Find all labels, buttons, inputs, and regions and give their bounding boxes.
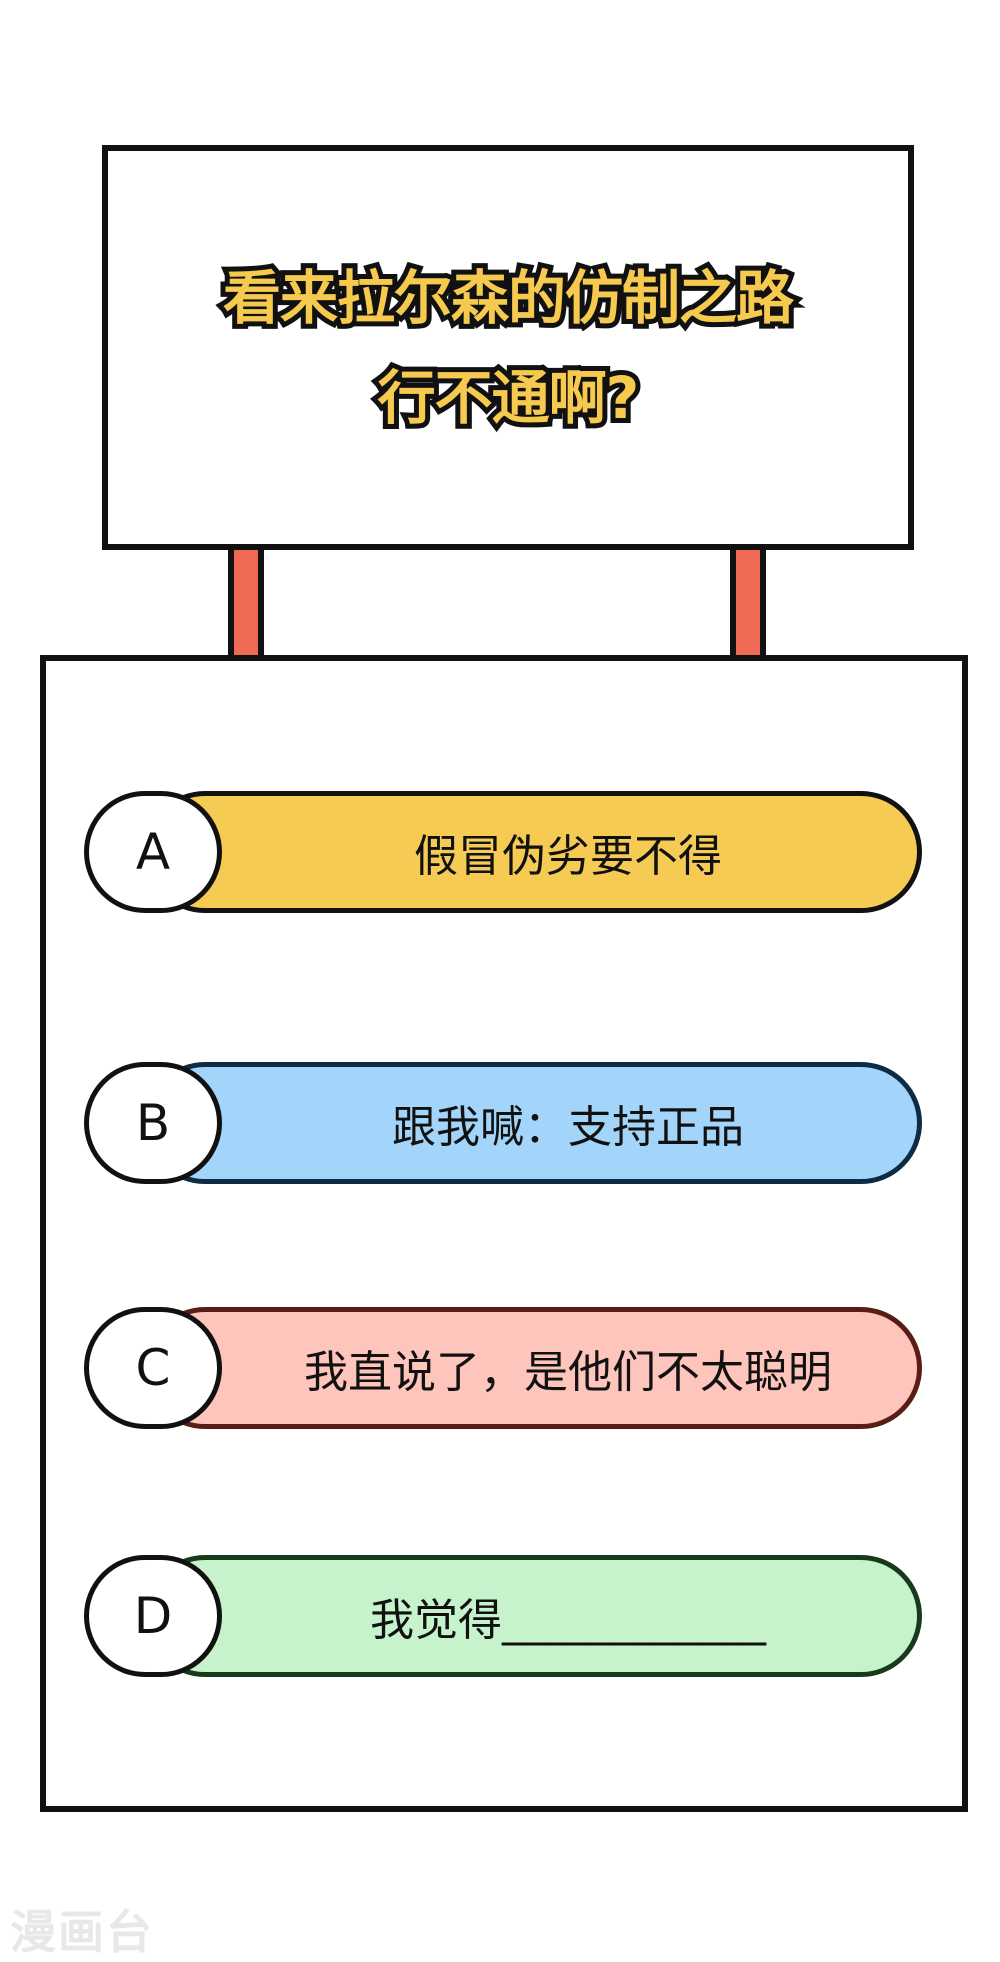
question-line-1: 看来拉尔森的仿制之路	[218, 259, 799, 337]
option-b-label: 跟我喊：支持正品	[144, 1062, 922, 1184]
option-d[interactable]: 我觉得____________ D	[84, 1555, 922, 1677]
option-a-label: 假冒伪劣要不得	[144, 791, 922, 913]
option-a-letter: A	[84, 791, 222, 913]
option-b[interactable]: 跟我喊：支持正品 B	[84, 1062, 922, 1184]
option-a[interactable]: 假冒伪劣要不得 A	[84, 791, 922, 913]
option-b-letter: B	[84, 1062, 222, 1184]
option-d-label: 我觉得____________	[144, 1555, 922, 1677]
sign-post-left	[228, 548, 264, 660]
question-line-2: 行不通啊?	[373, 359, 645, 437]
sign-post-right	[730, 548, 766, 660]
option-d-letter: D	[84, 1555, 222, 1677]
watermark-logo: 漫画台	[10, 1905, 154, 1959]
option-c[interactable]: 我直说了，是他们不太聪明 C	[84, 1307, 922, 1429]
option-c-label: 我直说了，是他们不太聪明	[144, 1307, 922, 1429]
option-c-letter: C	[84, 1307, 222, 1429]
question-sign: 看来拉尔森的仿制之路 行不通啊?	[102, 145, 914, 550]
